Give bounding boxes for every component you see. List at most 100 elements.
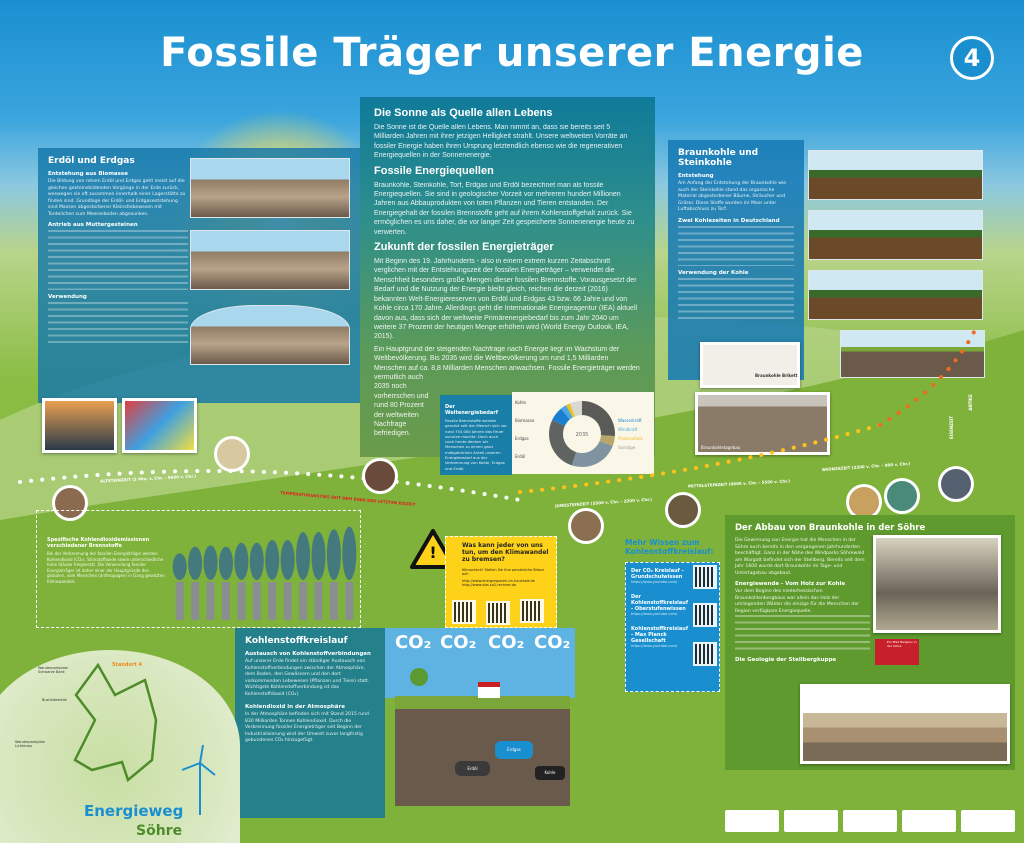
smoke-plume <box>188 546 203 580</box>
subheading: Energiewende - Vom Holz zur Kohle <box>735 581 846 587</box>
donut-label: Kohle <box>515 400 527 405</box>
oil-platform-photo <box>42 398 117 453</box>
donut-slice-sonstige <box>569 401 582 417</box>
link[interactable]: http://www.uba.co2-rechner.de <box>462 583 516 587</box>
paragraph: Vor dem Beginn des niederhessischen Brau… <box>735 589 860 614</box>
paragraph: Die Sonne ist die Quelle allen Lebens. M… <box>374 124 628 160</box>
paragraph: Die Gewinnung von Energie hat die Mensch… <box>735 538 865 576</box>
qr-code[interactable] <box>486 601 510 625</box>
link-url: https://www.youtube.com/ <box>631 580 678 584</box>
mining-heading: Der Abbau von Braunkohle in der Söhre <box>735 523 926 533</box>
donut-label: Erdgas <box>515 436 529 441</box>
qr-code[interactable] <box>693 565 717 589</box>
paragraph: Mit Beginn des 19. Jahrhunderts - also i… <box>374 258 638 341</box>
coal-deposit: Kohle <box>535 766 565 780</box>
donut-label: Photovoltaik <box>618 436 643 441</box>
smokestack <box>299 582 308 620</box>
subheading: Entstehung <box>678 173 714 179</box>
smokestack <box>283 582 292 620</box>
skull-icon <box>214 436 250 472</box>
coal-panel: Braunkohle und Steinkohle Entstehung Am … <box>668 140 804 380</box>
paragraph: In der Atmosphäre befinden sich mit Stan… <box>245 712 369 743</box>
globe-icon <box>884 478 920 514</box>
link-url: https://www.youtube.com/ <box>631 612 678 616</box>
smoke-plume <box>249 542 264 580</box>
subheading: Antrieb aus Muttergesteinen <box>48 222 138 228</box>
paragraph-placeholder <box>678 277 794 323</box>
paragraph-placeholder <box>48 302 188 347</box>
smokestack <box>206 582 215 620</box>
coal-briquette-photo: Braunkohle Brikett <box>700 342 800 388</box>
carbon-cycle-panel: Kohlenstoffkreislauf Austausch von Kohle… <box>235 628 385 818</box>
photo-caption: Braunkohle Brikett <box>755 373 798 378</box>
subheading: Verwendung der Kohle <box>678 269 749 276</box>
smoke-heading: Spezifische Kohlendioxidemissionen versc… <box>47 537 150 549</box>
qr-code[interactable] <box>693 642 717 666</box>
logo-energieweg: Energieweg <box>84 802 184 820</box>
carbon-cycle-ground: Erdöl Erdgas Kohle <box>395 696 570 806</box>
coal-formation-diagram-1 <box>808 150 983 200</box>
subheading: Entstehung aus Biomasse <box>48 171 128 177</box>
donut-slice-photovoltaik <box>566 403 576 418</box>
paragraph-placeholder <box>678 225 794 266</box>
link-item[interactable]: Der Kohlenstoffkreislauf - Oberstufenwis… <box>631 594 714 616</box>
coal-heading: Braunkohle und Steinkohle <box>678 148 759 168</box>
smoke-plume <box>265 540 280 580</box>
donut-slice-erdöl <box>549 419 577 466</box>
donut-label: Sonstige <box>618 445 636 450</box>
mammoth-icon <box>362 458 398 494</box>
smoke-plume <box>342 526 357 580</box>
stone-tool-icon <box>52 485 88 521</box>
smoke-plume <box>326 529 341 580</box>
fossil-icon <box>665 492 701 528</box>
donut-slice-kohle <box>582 401 615 437</box>
poster-title: Fossile Träger unserer Energie <box>160 30 864 76</box>
box-text: Fossile Brennstoffe werden genutzt seit … <box>445 418 507 471</box>
smokestack <box>175 582 184 620</box>
smoke-plume <box>172 553 187 580</box>
coal-formation-diagram-3 <box>808 270 983 320</box>
carbon-cycle-heading: Kohlenstoffkreislauf <box>245 636 348 646</box>
smokestack <box>237 582 246 620</box>
paragraph: Braunkohle, Steinkohle, Torf, Erdgas und… <box>374 181 635 236</box>
link-title: Der CO₂ Kreislauf - Grundschulwissen <box>631 568 684 580</box>
statue-icon <box>938 466 974 502</box>
qr-code[interactable] <box>452 600 476 624</box>
qr-code[interactable] <box>520 599 544 623</box>
smoke-plume <box>203 545 218 580</box>
smokestack <box>268 582 277 620</box>
coal-formation-diagram-4 <box>840 330 985 378</box>
timeline-label: ANTIKE <box>967 394 973 411</box>
more-knowledge-heading: Mehr Wissen zum Kohlenstoffkreislauf: <box>625 538 714 556</box>
subheading: Verwendung <box>48 294 87 300</box>
paragraph: 2035 noch vorherrschen und rund 80 Proze… <box>374 383 429 438</box>
paragraph-placeholder <box>735 615 870 651</box>
donut-label: Erdöl <box>515 454 525 459</box>
smokestack <box>329 582 338 620</box>
paragraph-placeholder <box>48 230 188 290</box>
smokestack <box>314 582 323 620</box>
donut-label: Biomasse <box>515 418 535 423</box>
link-item[interactable]: Kohlenstoffkreislauf - Max Planck Gesell… <box>631 626 714 648</box>
donut-slice-erdgas <box>571 440 613 467</box>
co2-label: CO₂ <box>534 632 571 653</box>
donut-slice-wasserkraft <box>552 408 570 426</box>
neanderthal-icon <box>568 508 604 544</box>
emissions-chart <box>172 526 357 620</box>
donut-label: Windkraft <box>618 427 638 432</box>
svg-text:!: ! <box>429 543 436 562</box>
qr-code[interactable] <box>693 603 717 627</box>
timeline-label: EISENZEIT <box>949 415 955 440</box>
link[interactable]: http://www.energiesparen-im-haushalt.de <box>462 579 535 583</box>
smokestack <box>191 582 200 620</box>
world-energy-box: Der Weltenergiebedarf Fossile Brennstoff… <box>440 395 512 475</box>
smoke-plume <box>280 540 295 580</box>
tree-icon <box>410 668 428 686</box>
paragraph: Ein Hauptgrund der steigenden Nachfrage … <box>374 345 640 381</box>
plastics-photo <box>122 398 197 453</box>
donut-center-label: 2035 <box>576 432 589 438</box>
heading-sun: Die Sonne als Quelle allen Lebens <box>374 107 553 119</box>
station-number-badge: 4 <box>950 36 994 80</box>
